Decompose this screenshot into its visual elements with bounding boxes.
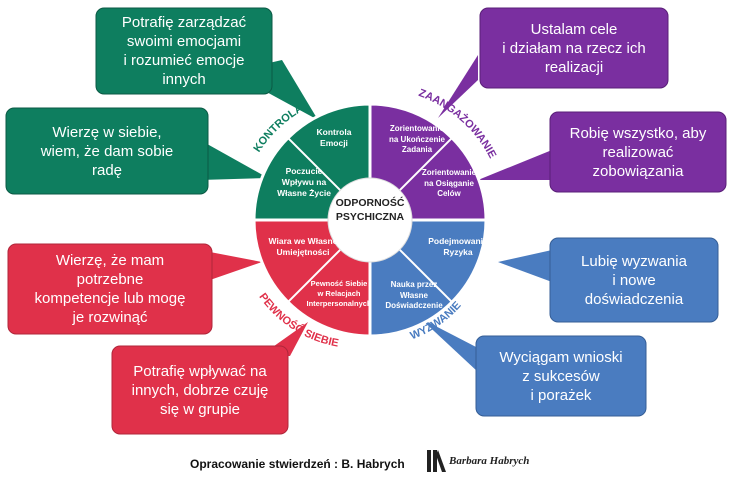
- bubble-blue-1-shape: [498, 237, 719, 323]
- segment-nauka: Nauka przez Własne Doświadczenie: [385, 280, 443, 311]
- bubble-red-2: Potrafię wpływać na innych, dobrze czuję…: [131, 362, 269, 418]
- center-label: ODPORNOŚĆ PSYCHICZNA: [335, 197, 405, 223]
- sector-divider-3: [287, 247, 343, 303]
- bubble-purple-2: Robię wszystko, aby realizować zobowiąza…: [569, 124, 707, 180]
- logo-book-icon: [427, 450, 446, 472]
- bubble-blue-1: Lubię wyzwania i nowe doświadczenia: [581, 252, 687, 308]
- segment-pewnosc-relacjach: Pewność Siebie w Relacjach Interpersonal…: [306, 279, 372, 308]
- bubble-green-1-shape: [95, 7, 318, 120]
- segment-poczucie-wplywu: Poczucie Wpływu na Własne Życie: [277, 165, 331, 198]
- bubble-purple-1: Ustalam cele i działam na rzecz ich real…: [502, 20, 646, 76]
- center-circle: [327, 177, 413, 263]
- bubble-red-2-shape: [111, 322, 308, 435]
- sector-divider-2: [397, 247, 453, 303]
- sector-divider-1: [397, 137, 453, 193]
- bubble-blue-2: Wyciągam wnioski z sukcesów i porażek: [499, 348, 623, 404]
- segment-zorientowanie-ukonczenie: Zorientowanie na Ukończenie Zadania: [388, 124, 445, 155]
- resilience-wheel: [252, 102, 488, 338]
- logo-name: Barbara Habrych: [449, 455, 530, 467]
- bubble-blue-2-shape: [420, 318, 647, 417]
- bubble-red-1-shape: [7, 243, 262, 335]
- bubble-green-2: Wierzę w siebie, wiem, że dam sobie radę: [40, 123, 174, 179]
- sector-divider-0: [287, 137, 343, 193]
- segment-wiara: Wiara we Własne Umiejętności: [268, 236, 338, 257]
- segment-zorientowanie-cele: Zorientowanie na Osiąganie Celów: [421, 168, 477, 199]
- footer-credit: Opracowanie stwierdzeń : B. Habrych: [190, 457, 405, 471]
- bubble-purple-2-shape: [478, 111, 727, 193]
- bubble-purple-1-shape: [438, 7, 669, 118]
- bubble-green-1: Potrafię zarządzać swoimi emocjami i roz…: [121, 14, 247, 88]
- segment-podejmowanie-ryzyka: Podejmowanie Ryzyka: [428, 236, 488, 257]
- segment-kontrola-emocji: Kontrola Emocji: [316, 127, 352, 148]
- bubble-green-2-shape: [5, 107, 268, 195]
- bubble-red-1: Wierzę, że mam potrzebne kompetencje lub…: [34, 252, 186, 326]
